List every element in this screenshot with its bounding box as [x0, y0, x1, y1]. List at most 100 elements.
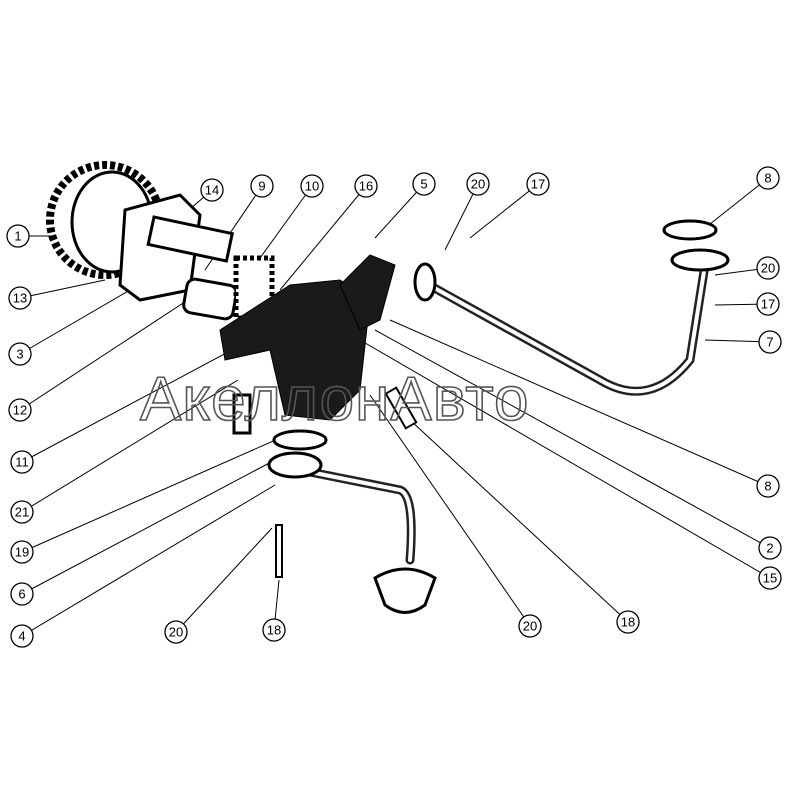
callout-circle	[250, 174, 274, 198]
callout-number: 9	[258, 179, 265, 194]
part-callout: 9	[250, 174, 274, 198]
callout-number: 20	[761, 261, 775, 276]
callout-number: 17	[531, 177, 545, 192]
callout-number: 16	[359, 179, 373, 194]
leader-line	[469, 183, 539, 239]
callout-number: 8	[764, 479, 771, 494]
callout-number: 17	[761, 297, 775, 312]
bolt	[275, 524, 283, 578]
leader-line	[374, 329, 771, 549]
part-callout: 20	[164, 620, 188, 644]
part-callout: 20	[756, 256, 780, 280]
callout-circle	[262, 618, 286, 642]
leader-line	[19, 291, 201, 411]
watermark: АкеллонАвто	[140, 365, 529, 434]
part-callout: 12	[8, 398, 32, 422]
callout-number: 10	[305, 179, 319, 194]
callout-circle	[412, 172, 436, 196]
callout-circle	[466, 172, 490, 196]
leader-line	[19, 289, 131, 355]
callout-number: 18	[267, 623, 281, 638]
callout-circle	[10, 450, 34, 474]
part-callout: 4	[10, 624, 34, 648]
callout-number: 14	[205, 183, 219, 198]
callout-circle	[200, 178, 224, 202]
part-callout: 14	[200, 178, 224, 202]
part-callout: 10	[300, 174, 324, 198]
part-callout: 18	[616, 610, 640, 634]
callout-circle	[300, 174, 324, 198]
callout-circle	[164, 620, 188, 644]
callout-number: 5	[420, 177, 427, 192]
part-callout: 1	[6, 224, 30, 248]
callout-number: 21	[15, 505, 29, 520]
part-callout: 5	[412, 172, 436, 196]
part-callout: 20	[466, 172, 490, 196]
callout-number: 7	[766, 335, 773, 350]
part-callout: 16	[354, 174, 378, 198]
callout-circle	[10, 500, 34, 524]
callout-circle	[756, 292, 780, 316]
part-callout: 2	[758, 536, 782, 560]
leader-line	[254, 185, 313, 266]
leader-line	[279, 185, 367, 291]
part-callout: 18	[262, 618, 286, 642]
callout-circle	[526, 172, 550, 196]
pump-housing	[219, 254, 396, 421]
callout-number: 19	[15, 545, 29, 560]
callout-number: 8	[764, 171, 771, 186]
callout-circle	[6, 224, 30, 248]
leader-line	[21, 437, 281, 553]
callout-circle	[758, 330, 782, 354]
callout-circle	[8, 342, 32, 366]
callout-circle	[756, 474, 780, 498]
callout-number: 20	[523, 619, 537, 634]
part-callout: 11	[10, 450, 34, 474]
bushing	[182, 277, 238, 321]
callout-circle	[616, 610, 640, 634]
leader-line	[21, 334, 261, 463]
part-callout: 21	[10, 500, 34, 524]
part-callout: 15	[758, 566, 782, 590]
callout-circle	[10, 582, 34, 606]
oil-strainer	[267, 429, 437, 614]
bolt	[232, 393, 252, 435]
leader-line	[389, 319, 769, 487]
leader-line	[21, 459, 276, 595]
callout-circle	[354, 174, 378, 198]
callout-number: 6	[18, 587, 25, 602]
part-callout: 17	[756, 292, 780, 316]
callout-number: 15	[763, 571, 777, 586]
callout-circle	[758, 536, 782, 560]
callout-number: 20	[471, 177, 485, 192]
callout-number: 2	[766, 541, 773, 556]
part-callout: 8	[756, 166, 780, 190]
part-callout: 17	[526, 172, 550, 196]
callout-number: 13	[13, 291, 27, 306]
part-callout: 8	[756, 474, 780, 498]
callout-circle	[8, 286, 32, 310]
leader-line	[175, 527, 273, 633]
leader-line	[19, 279, 106, 299]
discharge-pipe	[413, 219, 730, 396]
callout-circle	[758, 566, 782, 590]
leader-line	[699, 177, 769, 233]
leader-line	[359, 339, 771, 579]
bolt	[384, 386, 418, 430]
part-callout: 3	[8, 342, 32, 366]
part-callout: 20	[518, 614, 542, 638]
part-callout: 13	[8, 286, 32, 310]
part-callout: 7	[758, 330, 782, 354]
callout-circle	[756, 256, 780, 280]
callout-number: 12	[13, 403, 27, 418]
callout-number: 1	[14, 229, 21, 244]
callout-number: 4	[18, 629, 25, 644]
callout-number: 18	[621, 615, 635, 630]
pump-cover	[118, 193, 235, 302]
callout-circle	[518, 614, 542, 638]
callout-circle	[8, 398, 32, 422]
callout-circle	[756, 166, 780, 190]
callout-circle	[10, 540, 34, 564]
